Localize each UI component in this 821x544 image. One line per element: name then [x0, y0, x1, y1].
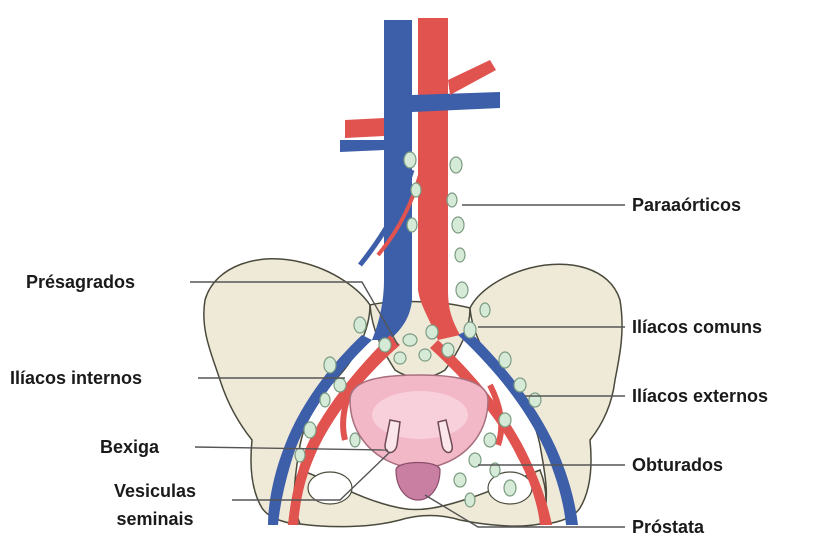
left-obturator-foramen — [308, 472, 352, 504]
lymph-node — [484, 433, 496, 447]
lymph-node — [447, 193, 457, 207]
label-obturados: Obturados — [632, 454, 723, 476]
prostate — [396, 463, 440, 501]
label-vesiculas-line1: Vesiculas — [80, 480, 230, 502]
lymph-node — [456, 282, 468, 298]
lymph-node — [411, 183, 421, 197]
label-prostata: Próstata — [632, 516, 704, 538]
right-renal-artery — [448, 60, 496, 95]
lymph-node — [334, 378, 346, 392]
lymph-node — [394, 352, 406, 364]
lymph-node — [499, 413, 511, 427]
lymph-node — [514, 378, 526, 392]
aorta — [418, 18, 460, 340]
lymph-node — [404, 152, 416, 168]
lymph-node — [452, 217, 464, 233]
lymph-node — [407, 218, 417, 232]
lymph-node — [304, 422, 316, 438]
lymph-node — [480, 303, 490, 317]
lymph-node — [450, 157, 462, 173]
label-vesiculas-line2: seminais — [80, 508, 230, 530]
lymph-node — [442, 343, 454, 357]
lymph-node — [464, 322, 476, 338]
lymph-node — [455, 248, 465, 262]
lymph-node — [454, 473, 466, 487]
inferior-vena-cava — [372, 20, 412, 340]
lymph-node — [403, 334, 417, 346]
lymph-node — [295, 448, 305, 462]
label-iliacos-externos: Ilíacos externos — [632, 385, 768, 407]
label-iliacos-internos: Ilíacos internos — [10, 367, 142, 389]
pelvic-organs — [350, 375, 488, 500]
lymph-node — [324, 357, 336, 373]
lymph-node — [419, 349, 431, 361]
label-presagrados: Présagrados — [26, 271, 135, 293]
label-paraaorticos: Paraaórticos — [632, 194, 741, 216]
label-iliacos-comuns: Ilíacos comuns — [632, 316, 762, 338]
lymph-node — [354, 317, 366, 333]
lymph-node — [529, 393, 541, 407]
lymph-node — [350, 433, 360, 447]
left-renal-vein — [412, 92, 500, 112]
lymph-node — [504, 480, 516, 496]
lymph-node — [499, 352, 511, 368]
lymph-node — [320, 393, 330, 407]
left-renal-vein-2 — [340, 140, 384, 152]
bladder-highlight — [372, 391, 468, 439]
left-gonadal-vessels — [345, 118, 384, 138]
lymph-node — [379, 338, 391, 352]
label-bexiga: Bexiga — [100, 436, 159, 458]
lymph-node — [465, 493, 475, 507]
lymph-node — [426, 325, 438, 339]
